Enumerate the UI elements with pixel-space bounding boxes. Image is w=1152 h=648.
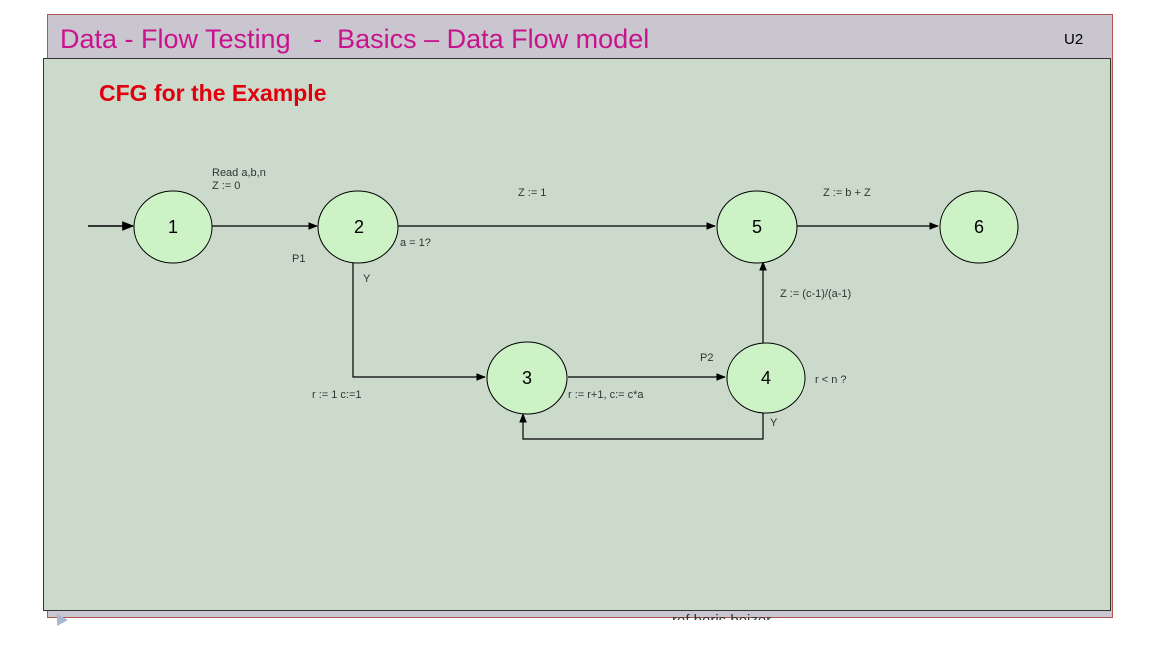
node-1: 1 [133,190,213,264]
footer-text: ref boris beizer [672,608,771,620]
slide-title: Data - Flow Testing - Basics – Data Flow… [60,24,650,54]
label-read: Read a,b,n [212,167,266,179]
label-y2: Y [770,417,778,429]
label-p2: P2 [700,352,713,364]
content-panel [43,58,1111,611]
node-3-label: 3 [522,368,532,388]
edge-2-3 [352,262,486,381]
node-4-label: 4 [761,368,771,388]
slide-tag: U2 [1064,31,1084,48]
label-a1: a = 1? [400,237,431,249]
node-6-label: 6 [974,217,984,237]
panel-heading: CFG for the Example [99,80,327,106]
node-2-label: 2 [354,217,364,237]
label-rr: r := r+1, c:= c*a [568,389,644,401]
node-2: 2 [317,190,399,264]
label-zc: Z := (c-1)/(a-1) [780,288,851,300]
label-rn: r < n ? [815,374,847,386]
node-6: 6 [939,190,1019,264]
label-zbz: Z := b + Z [823,187,871,199]
label-y1: Y [363,273,371,285]
label-z1: Z := 1 [518,187,546,199]
node-1-label: 1 [168,217,178,237]
label-rc: r := 1 c:=1 [312,389,362,401]
edge-4-3-loop [519,412,764,440]
node-5: 5 [716,190,798,264]
label-z0: Z := 0 [212,180,240,192]
node-5-label: 5 [752,217,762,237]
label-p1: P1 [292,253,305,265]
node-4: 4 [726,342,806,414]
footer-arrow-icon [57,614,68,626]
node-3: 3 [486,341,568,415]
